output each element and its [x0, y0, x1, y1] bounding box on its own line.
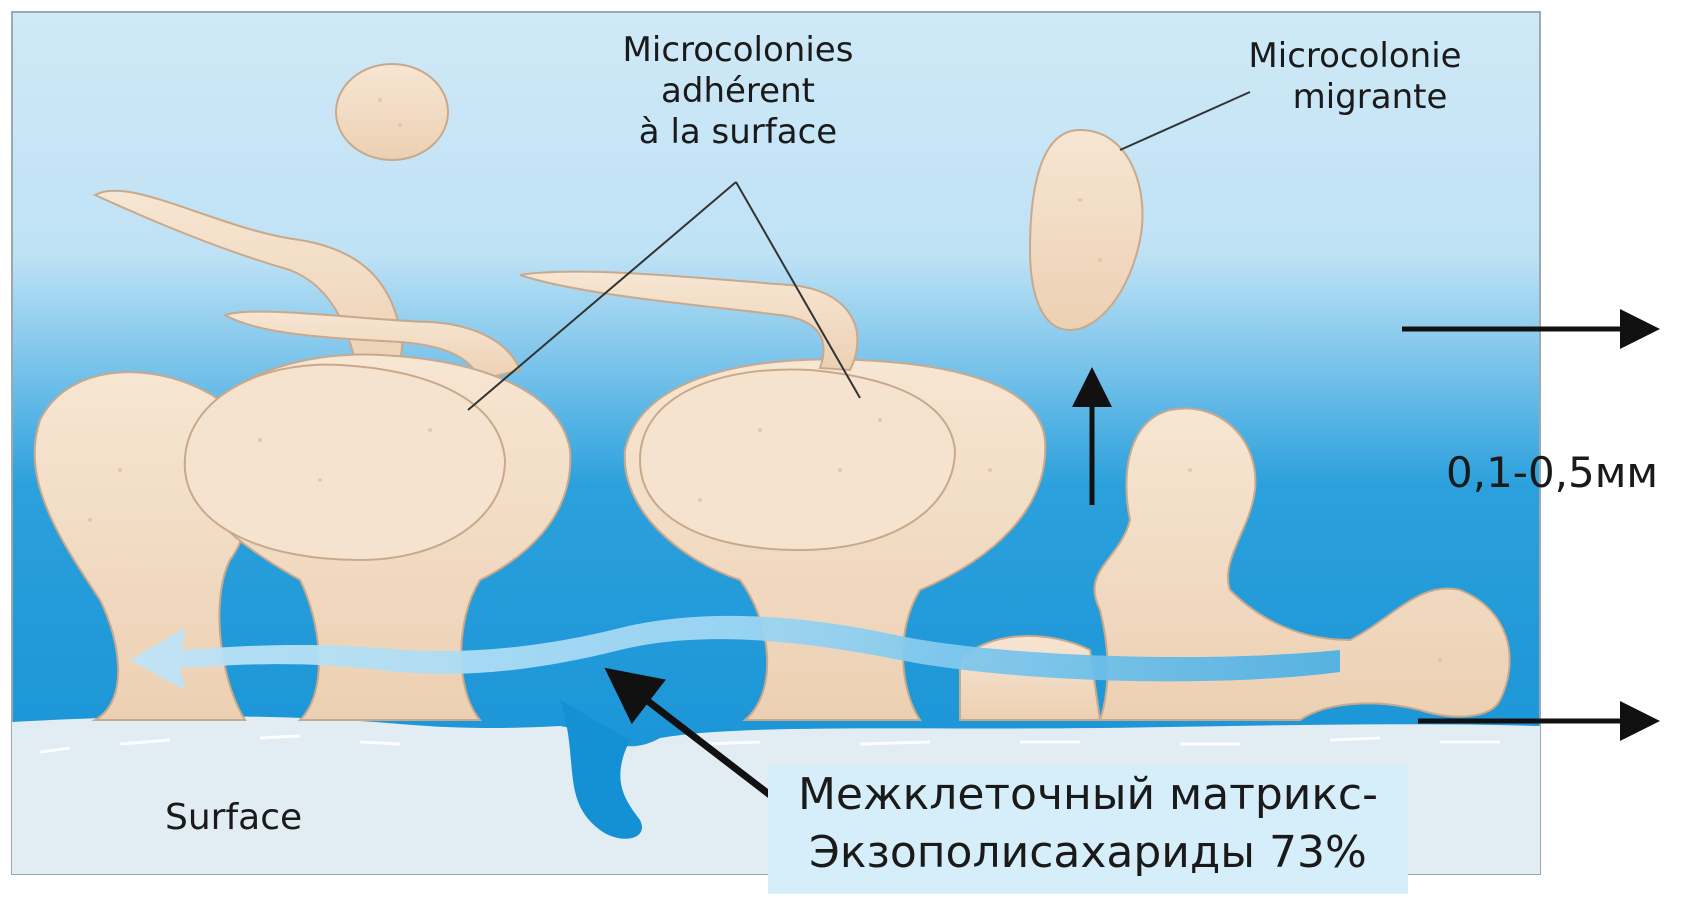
- matrix-label-box: Межклеточный матрикс- Экзополисахариды 7…: [768, 766, 1408, 894]
- label-adherent: Microcolonies adhérent à la surface: [578, 30, 898, 152]
- matrix-label-line-1: Межклеточный матрикс-: [768, 766, 1408, 824]
- label-adherent-line-2: adhérent: [578, 71, 898, 112]
- center-cap: [640, 369, 955, 550]
- floating-cell: [336, 64, 448, 160]
- label-thickness: 0,1-0,5мм: [1446, 448, 1658, 498]
- label-migrante-line-1: Microcolonie: [1210, 36, 1500, 77]
- label-adherent-line-1: Microcolonies: [578, 30, 898, 71]
- center-left-cap: [185, 365, 505, 560]
- label-surface: Surface: [165, 796, 302, 839]
- label-migrante-line-2: migrante: [1210, 77, 1500, 118]
- matrix-label-line-2: Экзополисахариды 73%: [768, 824, 1408, 882]
- label-migrante: Microcolonie migrante: [1210, 36, 1500, 118]
- label-adherent-line-3: à la surface: [578, 112, 898, 153]
